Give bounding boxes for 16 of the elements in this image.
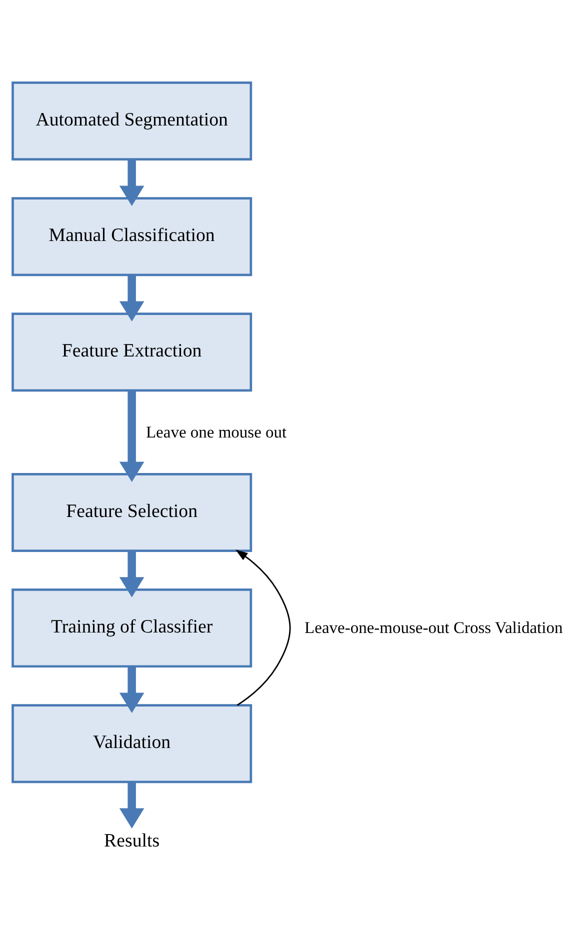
node-box: Feature Selection: [12, 472, 252, 552]
edge-label: Leave-one-mouse-out Cross Validation: [304, 618, 563, 637]
arrow: [119, 782, 144, 828]
arrow: [119, 550, 144, 597]
edge-label: Leave one mouse out: [146, 422, 287, 441]
node-box: Feature Extraction: [12, 312, 252, 392]
arrow: [119, 390, 144, 482]
arrow: [119, 666, 144, 712]
node-box: Automated Segmentation: [12, 81, 252, 160]
node-box: Training of Classifier: [12, 588, 252, 668]
arrow: [235, 549, 291, 706]
arrow: [119, 274, 144, 322]
node-box: Manual Classification: [12, 196, 252, 276]
node-box: Validation: [12, 704, 252, 783]
node-text: Results: [104, 830, 160, 852]
arrow: [119, 159, 144, 206]
